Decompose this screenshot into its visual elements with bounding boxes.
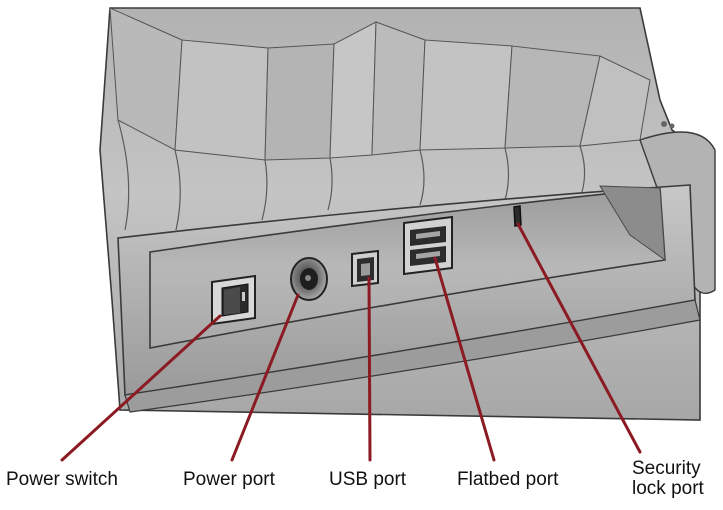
leader-lines	[60, 222, 642, 462]
power-port-round-jack	[290, 257, 328, 301]
power-switch-rocker	[211, 274, 256, 326]
security-lock-slot	[513, 205, 522, 227]
usb-b-port	[351, 249, 379, 288]
leader-power-switch	[60, 314, 222, 462]
leader-usb-port	[367, 276, 372, 462]
leader-flatbed-port	[433, 256, 496, 462]
flatbed-dual-port	[403, 215, 453, 276]
security-lock-port-label: Security lock port	[632, 459, 722, 499]
usb-port-label: USB port	[329, 469, 407, 490]
power-port-label: Power port	[183, 469, 275, 490]
leader-power-port	[230, 293, 300, 462]
flatbed-port-label: Flatbed port	[457, 469, 559, 490]
security-lock-port-label-line2: lock port	[632, 478, 704, 499]
power-switch-label: Power switch	[6, 469, 118, 490]
security-lock-port-label-line1: Security	[632, 458, 701, 479]
leader-security	[516, 222, 642, 454]
